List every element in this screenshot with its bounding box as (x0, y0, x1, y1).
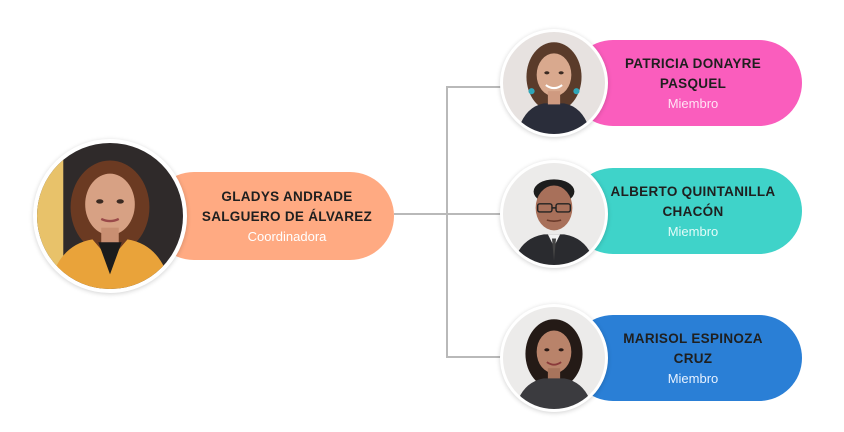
member-pill: ALBERTO QUINTANILLA CHACÓN Miembro (570, 168, 802, 254)
woman-portrait-icon (503, 307, 605, 409)
connector-branch-bottom (446, 356, 506, 358)
connector-branch-top (446, 86, 506, 88)
member-photo (500, 160, 608, 268)
member-photo (500, 304, 608, 412)
member-photo (500, 29, 608, 137)
member-name-line1: ALBERTO QUINTANILLA (610, 183, 776, 199)
coordinator-name-line2: SALGUERO DE ÁLVAREZ (201, 208, 373, 224)
member-role: Miembro (667, 370, 719, 386)
member-name-line2: CRUZ (673, 350, 713, 366)
member-pill: PATRICIA DONAYRE PASQUEL Miembro (570, 40, 802, 126)
woman-portrait-icon (503, 32, 605, 134)
woman-portrait-icon (37, 143, 183, 289)
member-pill: MARISOL ESPINOZA CRUZ Miembro (570, 315, 802, 401)
coordinator-photo (33, 139, 187, 293)
connector-branch-middle (446, 213, 506, 215)
coordinator-pill: GLADYS ANDRADE SALGUERO DE ÁLVAREZ Coord… (150, 172, 394, 260)
coordinator-role: Coordinadora (247, 228, 327, 244)
connector-vertical (446, 86, 448, 357)
coordinator-name-line1: GLADYS ANDRADE (221, 188, 353, 204)
member-name-line2: CHACÓN (662, 203, 724, 219)
member-role: Miembro (667, 95, 719, 111)
connector-horizontal-main (394, 213, 448, 215)
man-portrait-icon (503, 163, 605, 265)
member-name-line1: PATRICIA DONAYRE (624, 55, 762, 71)
member-name-line2: PASQUEL (659, 75, 727, 91)
member-role: Miembro (667, 223, 719, 239)
member-name-line1: MARISOL ESPINOZA (623, 330, 763, 346)
